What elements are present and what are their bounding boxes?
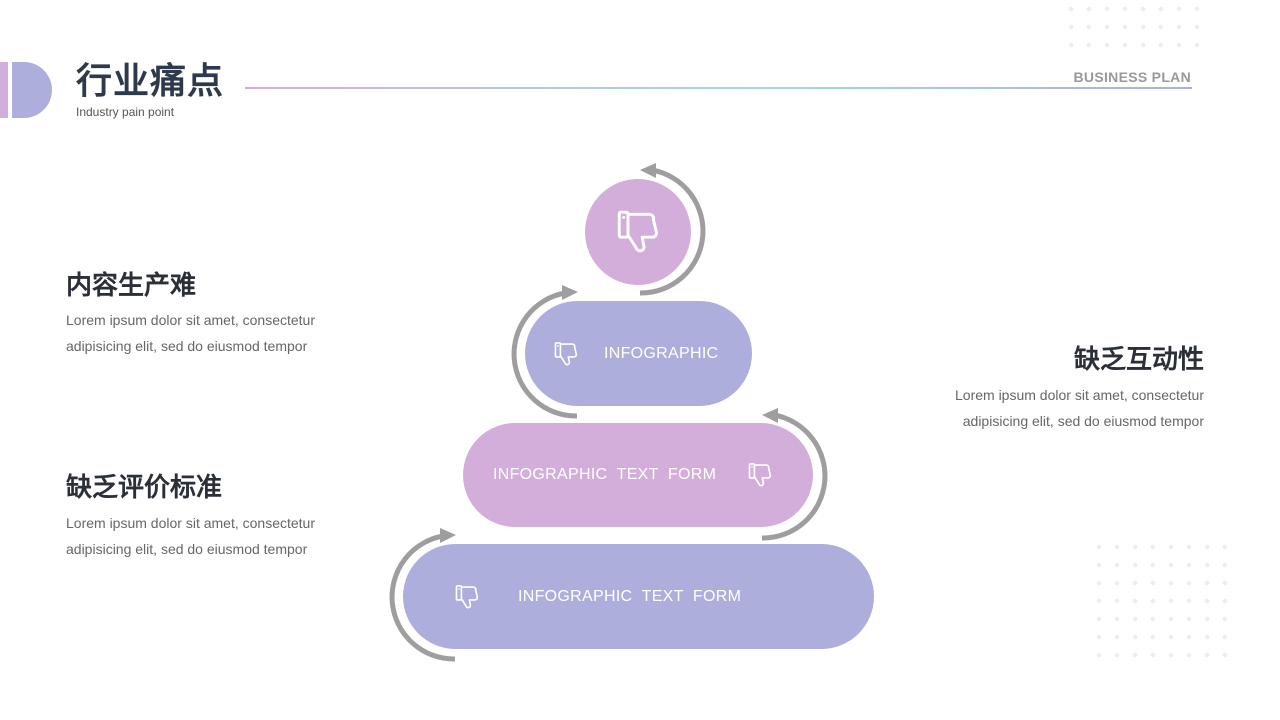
point-desc-interaction: Lorem ipsum dolor sit amet, consectetur … — [934, 382, 1204, 434]
point-desc-evaluation: Lorem ipsum dolor sit amet, consectetur … — [66, 510, 336, 562]
arrow-head — [640, 163, 656, 178]
pyramid-tier-3: INFOGRAPHIC TEXT FORM — [463, 423, 813, 527]
arrow-head — [762, 408, 778, 423]
arrow-arc-top — [639, 167, 706, 296]
arrow-arc-bottom — [389, 533, 456, 662]
arrow-head — [440, 528, 456, 543]
arrow-arc-third — [761, 412, 828, 541]
pyramid-tier-2: INFOGRAPHIC — [525, 301, 752, 406]
desc-line: adipisicing elit, sed do eiusmod tempor — [66, 338, 308, 354]
arrow-head — [562, 285, 578, 300]
desc-line: Lorem ipsum dolor sit amet, consectetur — [66, 312, 315, 328]
dot-grid-decoration — [1090, 538, 1240, 668]
desc-line: adipisicing elit, sed do eiusmod tempor — [962, 413, 1204, 429]
header-divider — [245, 87, 1192, 89]
desc-line: adipisicing elit, sed do eiusmod tempor — [66, 541, 308, 557]
desc-line: Lorem ipsum dolor sit amet, consectetur — [66, 515, 315, 531]
point-title-interaction: 缺乏互动性 — [1073, 345, 1204, 375]
thumbs-down-icon — [453, 583, 481, 611]
tier-2-label: INFOGRAPHIC — [604, 344, 719, 362]
tier-4-label: INFOGRAPHIC TEXT FORM — [518, 587, 742, 605]
arrow-arc-second — [511, 290, 578, 419]
pyramid-tier-4: INFOGRAPHIC TEXT FORM — [403, 544, 874, 649]
thumbs-down-icon — [613, 207, 663, 257]
pyramid-top-circle — [585, 179, 691, 285]
thumbs-down-icon — [746, 461, 774, 489]
point-title-evaluation: 缺乏评价标准 — [66, 473, 223, 503]
tier-3-label: INFOGRAPHIC TEXT FORM — [493, 466, 717, 483]
dot-grid-decoration — [1062, 0, 1206, 54]
brand-label: BUSINESS PLAN — [1073, 69, 1191, 85]
logo-bar — [0, 62, 8, 118]
desc-line: Lorem ipsum dolor sit amet, consectetur — [955, 387, 1204, 403]
page-subtitle: Industry pain point — [76, 105, 175, 119]
point-title-content: 内容生产难 — [66, 271, 197, 301]
point-desc-content: Lorem ipsum dolor sit amet, consectetur … — [66, 307, 336, 359]
thumbs-down-icon — [552, 340, 580, 368]
page-title: 行业痛点 — [76, 61, 225, 102]
